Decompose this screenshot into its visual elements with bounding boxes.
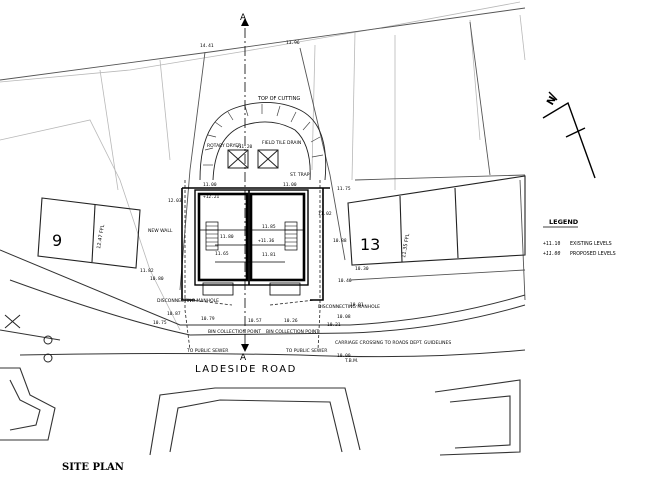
- ladeside-road-edges: [0, 249, 526, 358]
- labels: A A N TOP OF CUTTING ROTARY DRYER FIELD …: [52, 13, 616, 473]
- level-marker: 10.81: [350, 302, 364, 308]
- disconnecting-manhole-left-label: DISCONNECTING MANHOLE: [157, 298, 219, 304]
- drainage-runs: [184, 180, 321, 351]
- road-name: LADESIDE ROAD: [195, 364, 297, 375]
- level-marker: +12.21: [203, 194, 220, 200]
- tbm-label: T.B.M.: [344, 358, 358, 364]
- buildings-across-road: [0, 367, 521, 456]
- level-marker: 11.82: [140, 268, 154, 274]
- legend-symbol-existing: +11.10: [543, 241, 560, 247]
- level-marker: 10.21: [327, 322, 341, 328]
- top-of-cutting-label: TOP OF CUTTING: [257, 96, 300, 102]
- street-furniture: [4, 314, 53, 363]
- level-marker: 11.00: [203, 182, 217, 188]
- level-marker: 10.87: [167, 311, 181, 317]
- drawing-title: SITE PLAN: [62, 462, 124, 473]
- level-marker: 10.80: [150, 276, 164, 282]
- level-marker: 10.88: [333, 238, 347, 244]
- level-marker: +11.36: [258, 238, 275, 244]
- ffl-right-label: 11.35 FFL: [401, 233, 411, 258]
- bin-point-right-label: BIN COLLECTION POINT: [266, 329, 319, 335]
- plot-number-right: 13: [360, 235, 380, 254]
- level-marker: 11.02: [318, 211, 332, 217]
- house-unit-left: [197, 192, 249, 282]
- to-public-sewer-left-label: TO PUBLIC SEWER: [186, 348, 228, 354]
- disconnecting-manhole-right-label: DISCONNECTING MANHOLE: [318, 304, 380, 310]
- cutting-area: [199, 102, 327, 181]
- level-marker: 10.75: [153, 320, 167, 326]
- level-marker: +11.20: [236, 144, 253, 150]
- boundary-walls: [181, 187, 330, 301]
- section-mark-top: A: [240, 13, 247, 23]
- level-marker: 10.30: [355, 266, 369, 272]
- proposed-houses: [194, 189, 309, 296]
- survey-lines: [0, 1, 526, 331]
- neighbour-buildings: [37, 175, 526, 269]
- legend-text-existing: EXISTING LEVELS: [570, 241, 612, 247]
- level-marker: 10.26: [284, 318, 298, 324]
- section-mark-bottom: A: [240, 353, 247, 363]
- rotary-dryer-label: ROTARY DRYER: [207, 143, 241, 149]
- rotary-dryer-units: [227, 149, 279, 169]
- section-arrows: [241, 18, 249, 352]
- new-wall-label: NEW WALL: [148, 228, 173, 234]
- legend-symbol-proposed: +11.00: [543, 251, 560, 257]
- plot-boundaries: [0, 7, 526, 301]
- level-marker: 10.57: [248, 318, 262, 324]
- legend-heading: LEGEND: [549, 218, 579, 226]
- legend-text-proposed: PROPOSED LEVELS: [570, 251, 616, 257]
- bin-point-left-label: BIN COLLECTION POINT: [208, 329, 261, 335]
- neighbour-house-left: [37, 197, 141, 269]
- level-marker: 11.00: [283, 182, 297, 188]
- level-marker: 11.81: [262, 252, 276, 258]
- field-tile-drain-label: FIELD TILE DRAIN: [262, 140, 301, 146]
- level-marker: 10.00: [337, 353, 351, 359]
- north-arrow: [542, 91, 596, 179]
- level-marker: 10.79: [201, 316, 215, 322]
- level-marker: 10.46: [338, 278, 352, 284]
- carriage-crossing-label: CARRIAGE CROSSING TO ROADS DEPT. GUIDELI…: [335, 340, 451, 346]
- level-marker: 14.41: [200, 43, 214, 49]
- plot-number-left: 9: [52, 231, 62, 250]
- level-marker: 11.85: [262, 224, 276, 230]
- level-marker: 11.65: [215, 251, 229, 257]
- level-marker: 11.75: [337, 186, 351, 192]
- level-marker: 11.80: [220, 234, 234, 240]
- to-public-sewer-right-label: TO PUBLIC SEWER: [285, 348, 327, 354]
- level-marker: 10.08: [337, 314, 351, 320]
- house-unit-right: [249, 192, 306, 282]
- neighbour-houses-right: [347, 175, 526, 266]
- level-marker: 12.03: [168, 198, 182, 204]
- ffl-left-label: 12.47 FFL: [96, 224, 106, 249]
- level-markers: 14.41 13.96 +11.20 11.00 11.00 +12.21 12…: [140, 40, 369, 359]
- level-marker: 13.96: [286, 40, 300, 46]
- st-trap-label: ST. TRAP: [290, 172, 310, 178]
